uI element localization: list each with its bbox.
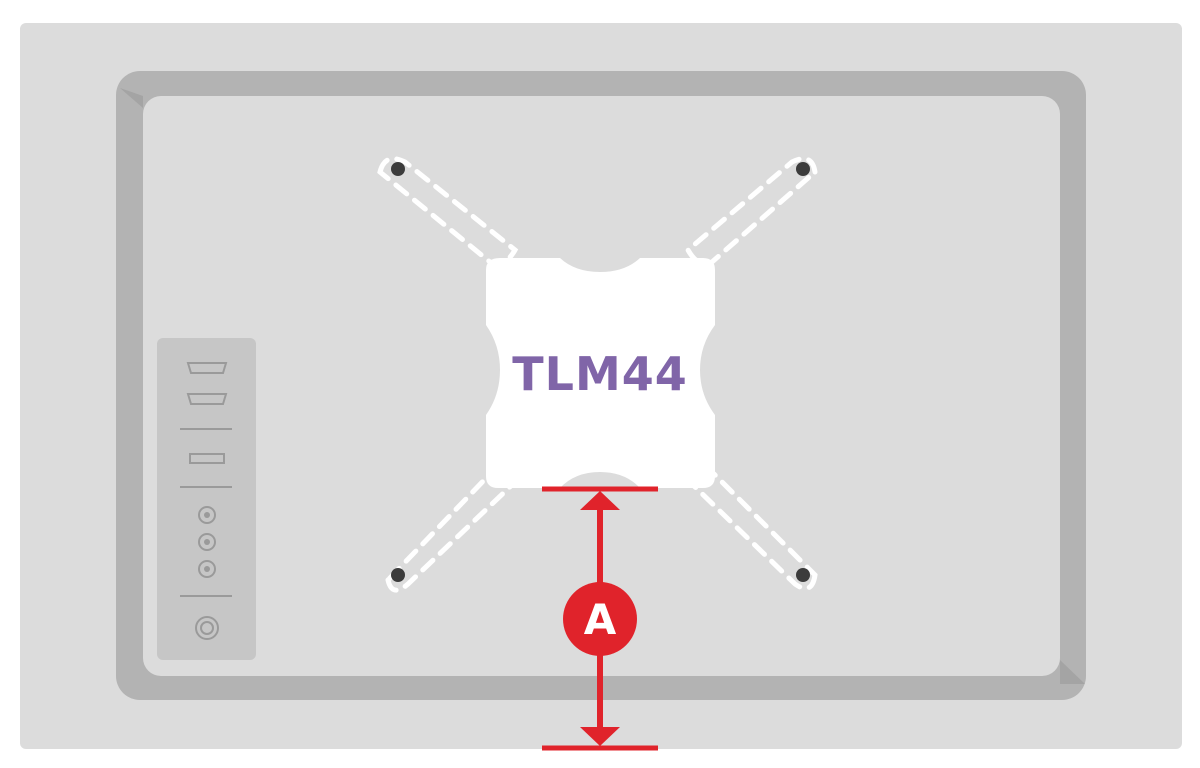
bolt-hole-upper-left [391,162,405,176]
arrow-down-icon [580,727,620,746]
rca-jack-icon [198,560,216,578]
tv-frame-corner-shadow [1060,660,1085,684]
rca-jack-icon [198,533,216,551]
bolt-hole-lower-left [391,568,405,582]
port-panel [157,338,256,660]
measure-badge-label: A [584,595,617,644]
rca-jack-icon [198,506,216,524]
measure-badge [563,582,637,656]
coax-jack-icon [195,616,219,640]
bolt-hole-lower-right [796,568,810,582]
port-panel-background [157,338,256,660]
hdmi-port-icon [186,362,228,374]
tv-frame-corner-shadow [120,88,143,108]
mount-model-label: TLM44 [512,347,687,401]
usb-port-icon [189,453,225,464]
hdmi-port-icon [186,393,228,405]
mount-plate [486,258,715,488]
measurement-a: A [542,486,658,751]
bolt-hole-upper-right [796,162,810,176]
arrow-up-icon [580,491,620,510]
